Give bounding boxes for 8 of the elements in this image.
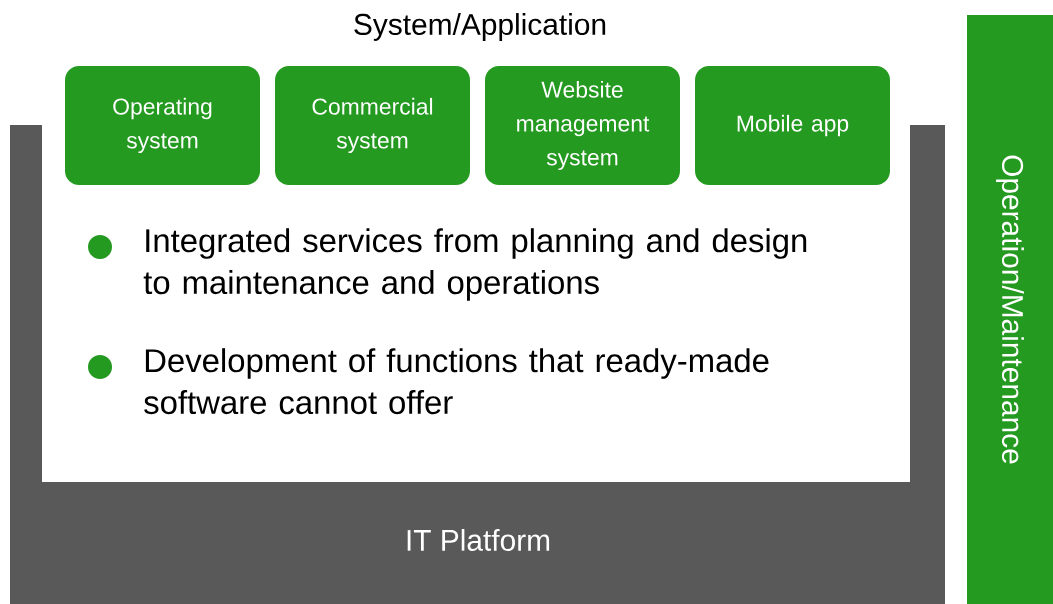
operation-bar: Operation/Maintenance [967, 15, 1053, 604]
system-box: Commercial system [275, 66, 470, 185]
system-box: Operating system [65, 66, 260, 185]
title: System/Application [354, 13, 606, 41]
system-box: Mobile app [695, 66, 890, 185]
system-box: Website management system [485, 66, 680, 185]
bullet-text: Development of functions that ready-made software cannot offer [144, 348, 769, 415]
bullet-text: Integrated services from planning and design to maintenance and operations [143, 228, 807, 301]
